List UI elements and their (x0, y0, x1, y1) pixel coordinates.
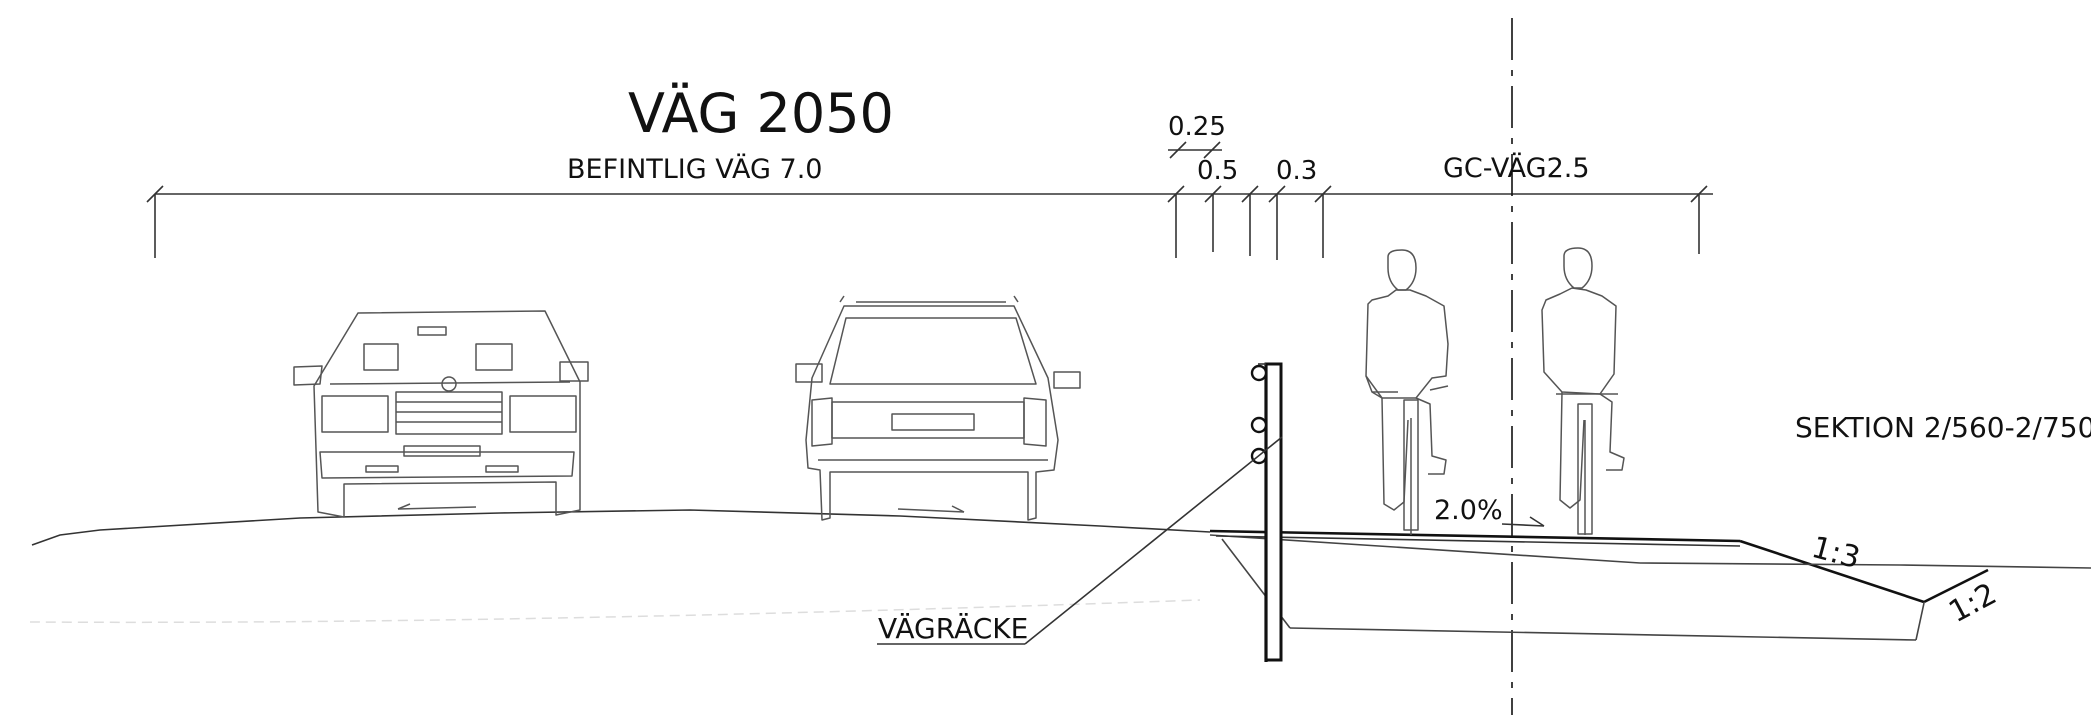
cyclist-2 (1541, 247, 1625, 535)
dimension-03-label: 0.3 (1276, 156, 1317, 186)
cyclist-1 (1365, 249, 1449, 535)
guardrail-leader (877, 436, 1283, 645)
drawing-title: VÄG 2050 (628, 82, 894, 145)
slope-1-3-label: 1:3 (1808, 530, 1864, 576)
guardrail-label: VÄGRÄCKE (878, 612, 1028, 645)
dimension-05-label: 0.5 (1197, 156, 1238, 186)
gc-path-width-label: GC-VÄG2.5 (1443, 152, 1590, 184)
existing-road-width-label: BEFINTLIG VÄG 7.0 (567, 153, 822, 185)
dimension-chain (146, 141, 1713, 260)
car-front-view (293, 310, 589, 518)
section-label: SEKTION 2/560-2/750 (1795, 411, 2091, 444)
car-rear-view (795, 295, 1081, 521)
dimension-025-label: 0.25 (1168, 112, 1226, 142)
guardrail-post (1250, 362, 1283, 662)
crossfall-label: 2.0% (1434, 495, 1503, 526)
crossfall-arrow (1501, 516, 1545, 527)
slope-1-2-label: 1:2 (1943, 576, 2002, 630)
road-surface (29, 509, 1211, 624)
